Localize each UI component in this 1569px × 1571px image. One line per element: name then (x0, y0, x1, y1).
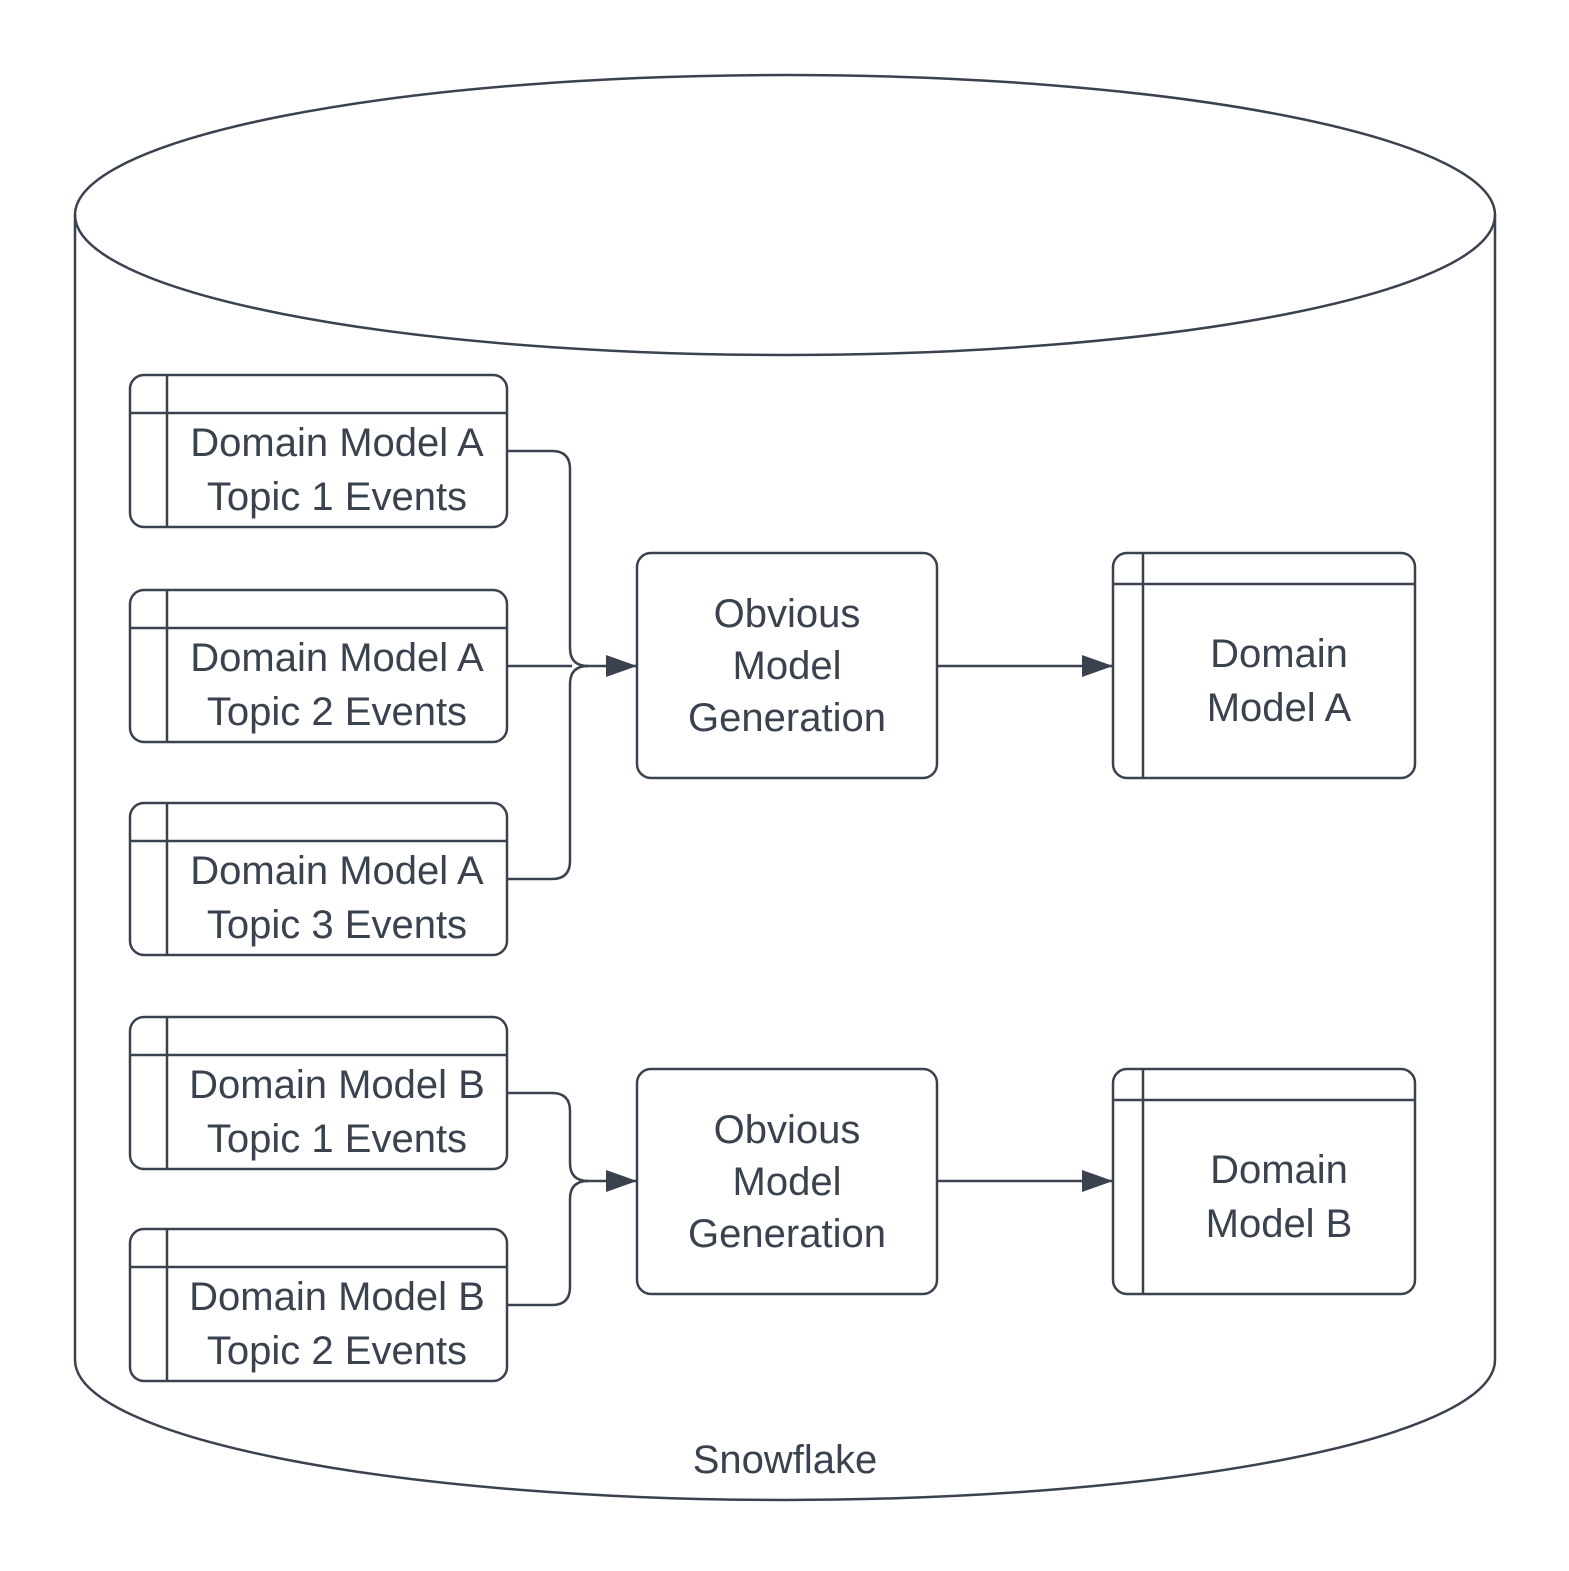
snowflake-cylinder (73, 73, 1497, 1502)
label-line: Domain Model A (190, 849, 484, 893)
source-tables (128, 373, 509, 1383)
node-label-domain-model-a-topic-1: Domain Model A Topic 1 Events (167, 413, 507, 527)
label-line: Domain (1210, 1148, 1348, 1192)
label-line: Obvious (713, 591, 861, 636)
label-line: Obvious (713, 1107, 861, 1152)
cylinder-body (73, 215, 1497, 1502)
label-line: Domain Model A (190, 636, 484, 680)
label-line: Domain Model B (189, 1275, 485, 1319)
cylinder-label-snowflake: Snowflake (485, 1432, 1085, 1488)
label-line: Model (732, 1159, 842, 1204)
label-line: Topic 2 Events (206, 690, 468, 734)
connector-a-topic3-to-merge (507, 664, 589, 881)
label-line: Topic 1 Events (206, 475, 468, 519)
table-node-domain-model-b-topic-1 (128, 1015, 509, 1171)
label-line: Snowflake (692, 1438, 878, 1482)
table-node-domain-model-a (1111, 551, 1417, 780)
table-node-domain-model-a-topic-3 (128, 801, 509, 957)
label-line: Domain Model B (189, 1063, 485, 1107)
node-label-domain-model-b: Domain Model B (1143, 1100, 1415, 1294)
node-label-domain-model-b-topic-2: Domain Model B Topic 2 Events (167, 1267, 507, 1381)
node-label-obvious-model-generation-b: Obvious Model Generation (637, 1069, 937, 1294)
node-label-domain-model-a-topic-2: Domain Model A Topic 2 Events (167, 628, 507, 742)
node-label-domain-model-b-topic-1: Domain Model B Topic 1 Events (167, 1055, 507, 1169)
connectors-group-b (507, 1091, 1113, 1307)
label-line: Model (732, 643, 842, 688)
label-line: Model B (1205, 1202, 1353, 1246)
connector-b-topic1-to-merge (507, 1091, 589, 1183)
label-line: Generation (688, 1211, 886, 1256)
label-line: Generation (688, 695, 886, 740)
connectors-group-a (507, 449, 1113, 881)
label-line: Topic 3 Events (206, 903, 468, 947)
label-line: Topic 1 Events (206, 1117, 468, 1161)
label-line: Model A (1206, 686, 1352, 730)
table-node-domain-model-a-topic-2 (128, 588, 509, 744)
label-line: Domain Model A (190, 421, 484, 465)
label-line: Topic 2 Events (206, 1329, 468, 1373)
cylinder-top-ellipse (73, 73, 1497, 357)
node-label-obvious-model-generation-a: Obvious Model Generation (637, 553, 937, 778)
connector-a-topic1-to-merge (507, 449, 589, 668)
output-tables (1111, 551, 1417, 1296)
connector-b-topic2-to-merge (507, 1179, 589, 1307)
node-label-domain-model-a: Domain Model A (1143, 584, 1415, 778)
node-label-domain-model-a-topic-3: Domain Model A Topic 3 Events (167, 841, 507, 955)
label-line: Domain (1210, 632, 1348, 676)
process-boxes (635, 551, 939, 1296)
